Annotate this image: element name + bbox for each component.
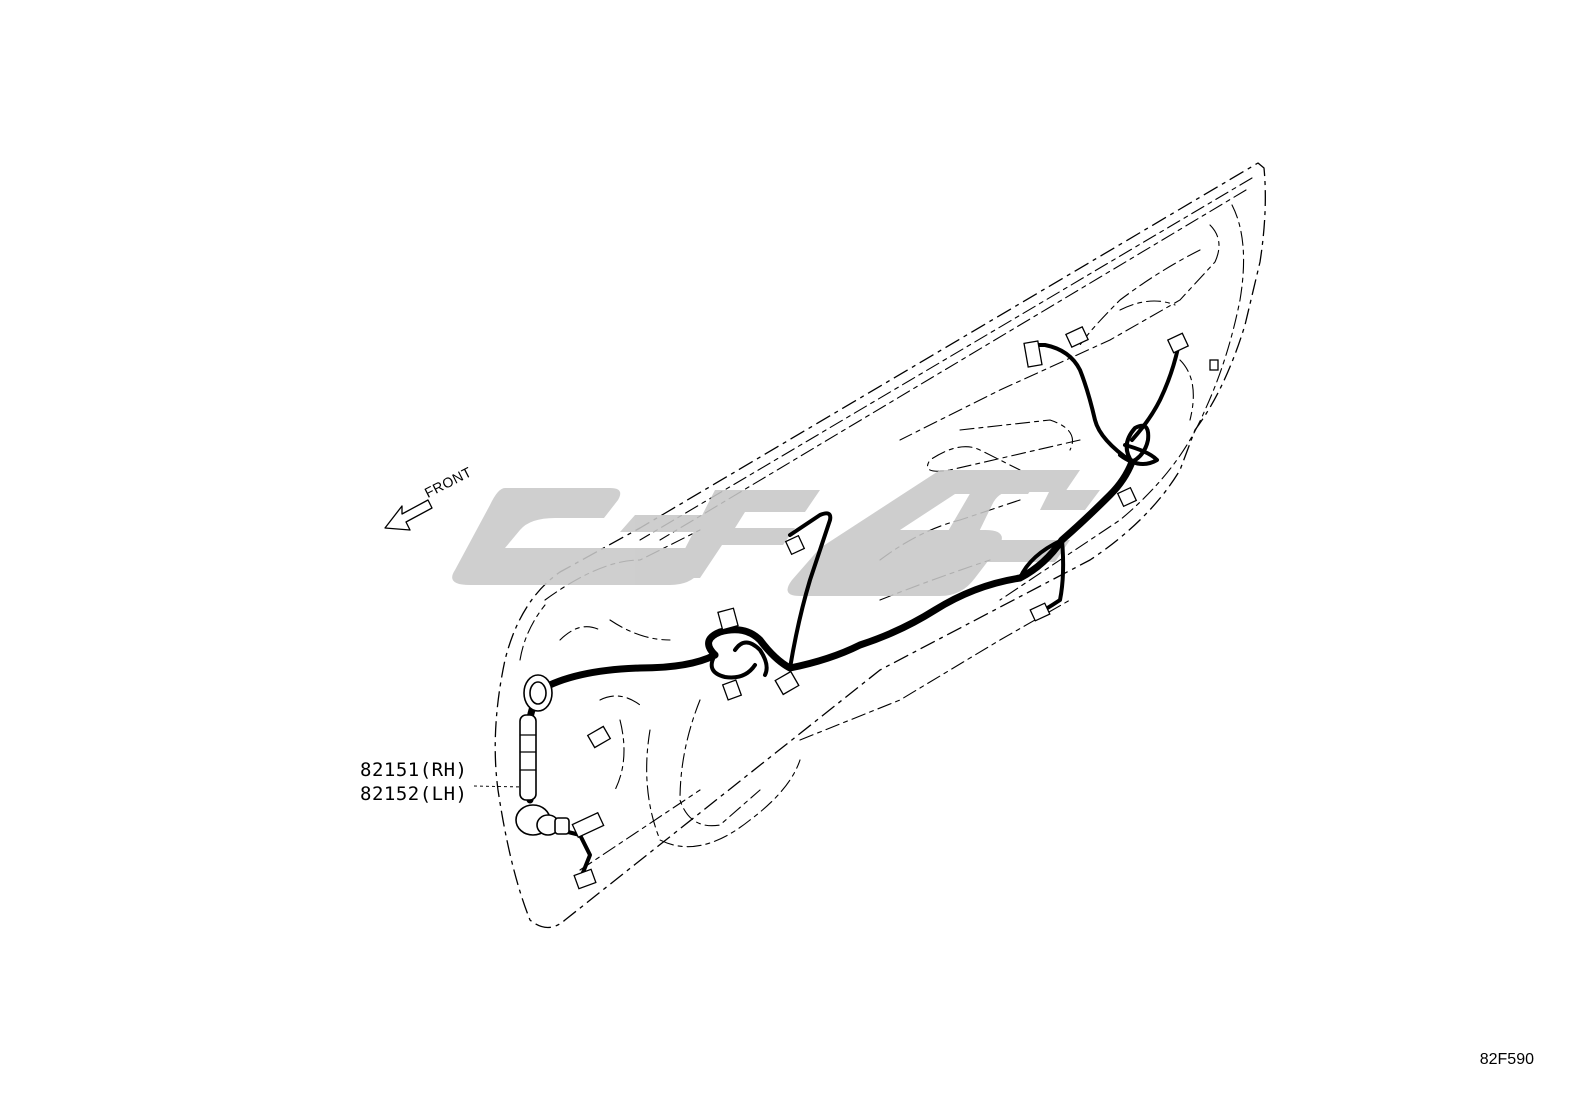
part-leader-line: [473, 785, 523, 788]
part-number-lh: 82152(LH): [360, 783, 468, 805]
watermark-logo-icon: [452, 470, 1100, 596]
part-number-rh: 82151(RH): [360, 759, 468, 781]
front-arrow-icon: [384, 499, 433, 531]
harness-grommets: [515, 674, 570, 836]
diagram-code: 82F590: [1479, 1051, 1534, 1068]
harness-connectors: [571, 325, 1219, 890]
